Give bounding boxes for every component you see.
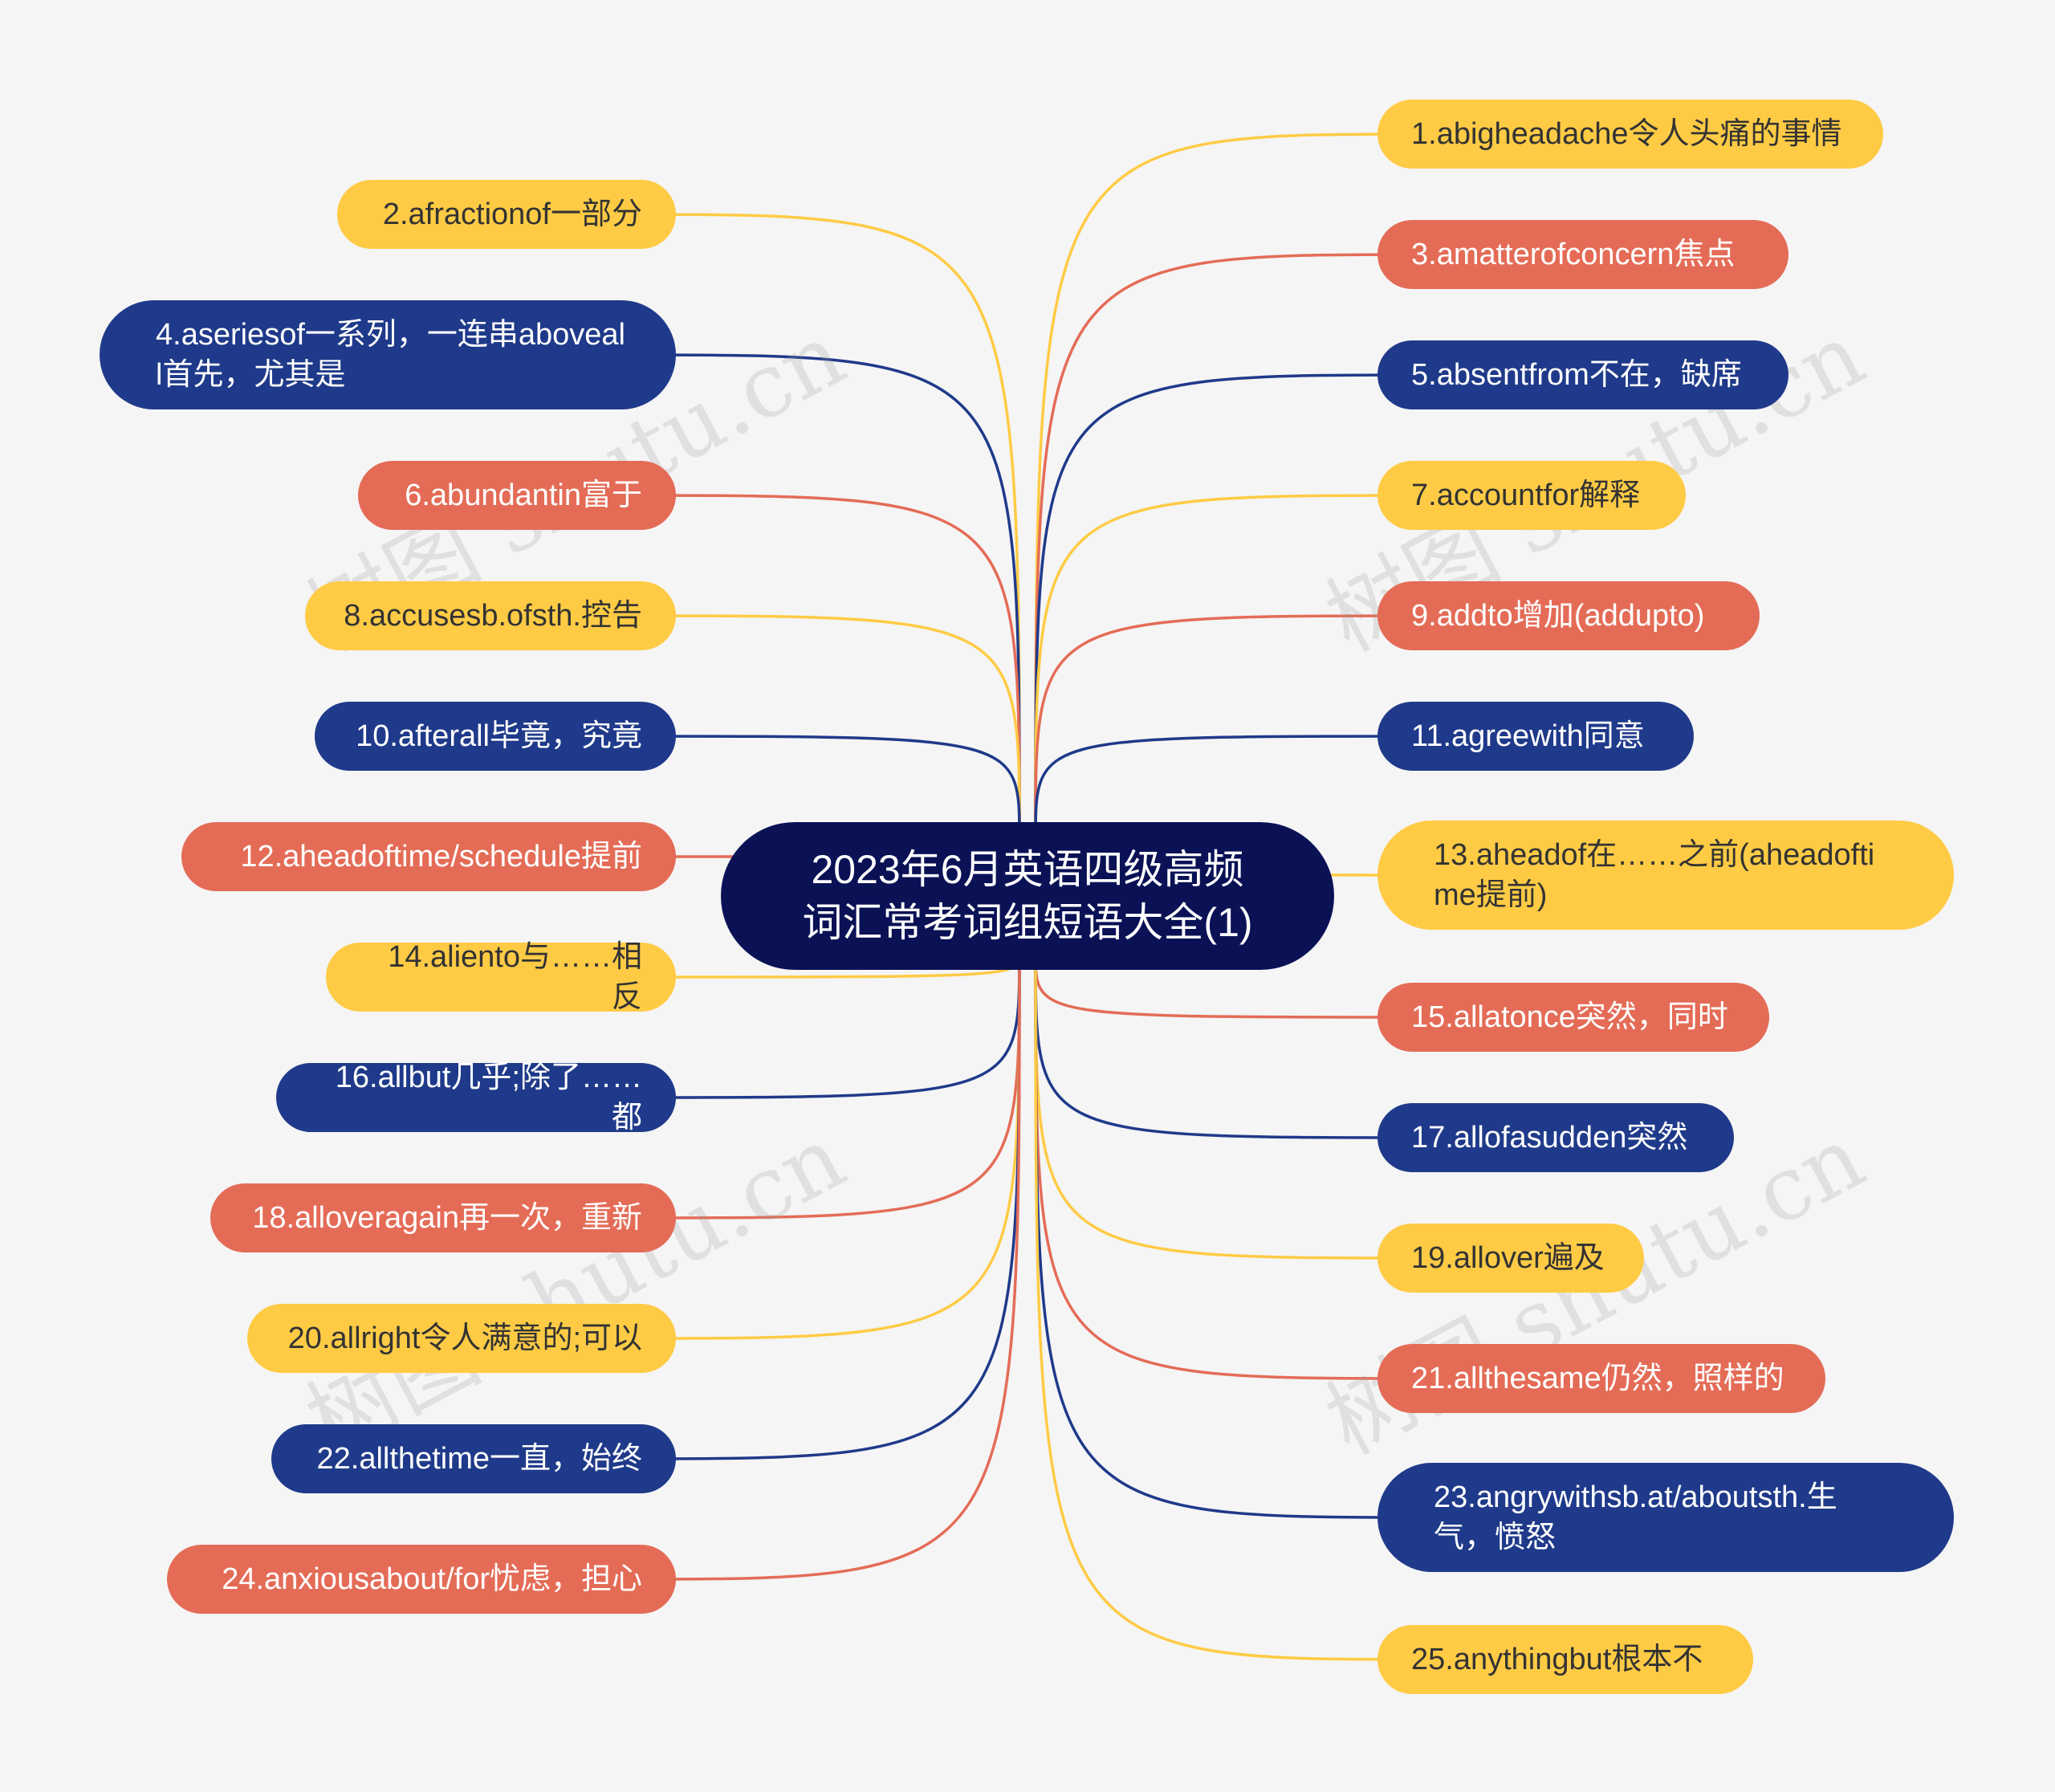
node-label: 18.alloveragain再一次，重新: [252, 1201, 642, 1235]
node-2[interactable]: 2.afractionof一部分: [337, 180, 676, 249]
node-16[interactable]: 16.allbut几乎;除了……都: [276, 1061, 676, 1134]
node-label: 23.angrywithsb.at/aboutsth.生气，愤怒: [1434, 1480, 1837, 1554]
central-title-line-2: 词汇常考词组短语大全(1): [802, 900, 1253, 945]
node-8[interactable]: 8.accusesb.ofsth.控告: [305, 581, 676, 650]
connector-22: [627, 953, 1021, 1460]
node-label: 16.allbut几乎;除了……都: [335, 1061, 642, 1134]
connector-5: [1034, 373, 1426, 839]
node-label: 17.allofasudden突然: [1411, 1121, 1688, 1155]
node-label: 8.accusesb.ofsth.控告: [344, 599, 642, 633]
node-label: 22.allthetime一直，始终: [316, 1442, 642, 1476]
node-10[interactable]: 10.afterall毕竟，究竟: [315, 702, 676, 771]
central-title-line-1: 2023年6月英语四级高频: [811, 847, 1244, 892]
node-25[interactable]: 25.anythingbut根本不: [1377, 1625, 1753, 1694]
node-22[interactable]: 22.allthetime一直，始终: [271, 1424, 676, 1493]
node-label: 7.accountfor解释: [1411, 479, 1641, 512]
connector-17: [1034, 953, 1426, 1139]
node-label: 9.addto增加(addupto): [1411, 599, 1705, 633]
node-7[interactable]: 7.accountfor解释: [1377, 461, 1686, 530]
node-9[interactable]: 9.addto增加(addupto): [1377, 581, 1760, 650]
node-label: 10.afterall毕竟，究竟: [356, 719, 642, 753]
connector-25: [1034, 953, 1426, 1661]
connector-7: [1034, 494, 1426, 839]
connector-1: [1034, 132, 1426, 839]
connector-4: [627, 353, 1021, 839]
connector-23: [1034, 953, 1426, 1519]
node-20[interactable]: 20.allright令人满意的;可以: [247, 1304, 676, 1373]
connector-18: [627, 953, 1021, 1220]
connector-20: [627, 953, 1021, 1340]
connector-10: [627, 735, 1021, 839]
node-11[interactable]: 11.agreewith同意: [1377, 702, 1694, 771]
node-19[interactable]: 19.allover遍及: [1377, 1224, 1644, 1293]
node-12[interactable]: 12.aheadoftime/schedule提前: [181, 822, 676, 891]
node-24[interactable]: 24.anxiousabout/for忧虑，担心: [167, 1545, 676, 1614]
node-label: 21.allthesame仍然，照样的: [1411, 1362, 1784, 1395]
node-5[interactable]: 5.absentfrom不在，缺席: [1377, 340, 1788, 409]
node-13[interactable]: 13.aheadof在……之前(aheadoftime提前): [1377, 821, 1954, 930]
node-label: 5.absentfrom不在，缺席: [1411, 358, 1742, 392]
node-label: 11.agreewith同意: [1411, 719, 1645, 753]
node-label: 12.aheadoftime/schedule提前: [240, 840, 642, 874]
connector-6: [627, 494, 1021, 839]
central-topic[interactable]: 2023年6月英语四级高频 词汇常考词组短语大全(1): [721, 822, 1334, 970]
connector-2: [627, 213, 1021, 839]
node-label: 4.aseriesof一系列，一连串aboveall首先，尤其是: [156, 318, 625, 392]
node-14[interactable]: 14.aliento与……相反: [326, 940, 676, 1014]
node-label: 3.amatterofconcern焦点: [1411, 238, 1736, 271]
node-label: 19.allover遍及: [1411, 1241, 1605, 1275]
node-4[interactable]: 4.aseriesof一系列，一连串aboveall首先，尤其是: [100, 300, 676, 409]
connector-19: [1034, 953, 1426, 1260]
node-18[interactable]: 18.alloveragain再一次，重新: [210, 1183, 676, 1252]
connector-3: [1034, 253, 1426, 839]
node-label: 14.aliento与……相反: [388, 940, 642, 1014]
node-label: 13.aheadof在……之前(aheadoftime提前): [1434, 838, 1875, 912]
node-label: 15.allatonce突然，同时: [1411, 1000, 1728, 1034]
connector-24: [627, 953, 1021, 1581]
node-label: 1.abigheadache令人头痛的事情: [1411, 117, 1842, 151]
node-15[interactable]: 15.allatonce突然，同时: [1377, 983, 1769, 1052]
node-17[interactable]: 17.allofasudden突然: [1377, 1103, 1734, 1172]
node-1[interactable]: 1.abigheadache令人头痛的事情: [1377, 100, 1883, 169]
node-21[interactable]: 21.allthesame仍然，照样的: [1377, 1344, 1825, 1413]
node-label: 6.abundantin富于: [405, 479, 642, 512]
node-label: 2.afractionof一部分: [382, 198, 642, 231]
connector-11: [1034, 735, 1426, 839]
node-23[interactable]: 23.angrywithsb.at/aboutsth.生气，愤怒: [1377, 1463, 1954, 1572]
node-3[interactable]: 3.amatterofconcern焦点: [1377, 220, 1788, 289]
node-label: 24.anxiousabout/for忧虑，担心: [222, 1562, 642, 1596]
node-label: 20.allright令人满意的;可以: [287, 1322, 642, 1355]
node-label: 25.anythingbut根本不: [1411, 1643, 1703, 1676]
connector-8: [627, 614, 1021, 839]
node-6[interactable]: 6.abundantin富于: [358, 461, 676, 530]
connector-9: [1034, 614, 1426, 839]
